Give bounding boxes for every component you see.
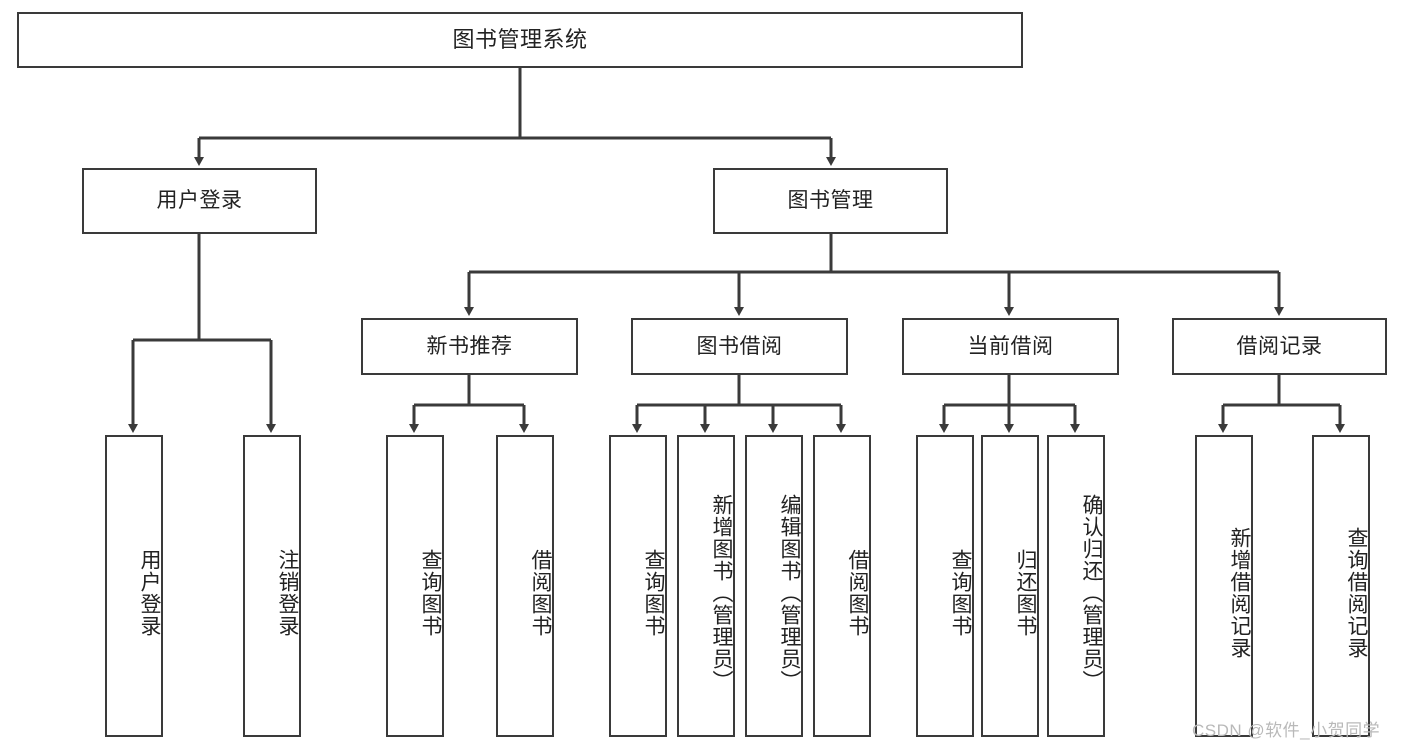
node-book-borrow[interactable]: 图书借阅 — [631, 318, 848, 375]
node-label: 借阅记录 — [1236, 334, 1323, 358]
node-label: 当前借阅 — [967, 334, 1054, 358]
node-label: 图书管理 — [787, 189, 874, 213]
node-label: 新书推荐 — [426, 334, 513, 358]
node-new-book-recommend[interactable]: 新书推荐 — [361, 318, 578, 375]
leaf-current-borrow-return[interactable]: 归还图书 — [981, 435, 1039, 737]
node-label: 编辑图书（管理员） — [778, 494, 801, 692]
node-label: 借阅图书 — [529, 549, 552, 637]
leaf-current-borrow-query[interactable]: 查询图书 — [916, 435, 974, 737]
node-label: 用户登录 — [138, 549, 161, 637]
leaf-book-borrow-add[interactable]: 新增图书（管理员） — [677, 435, 735, 737]
node-book-management[interactable]: 图书管理 — [713, 168, 948, 234]
node-label: 查询图书 — [949, 549, 972, 637]
node-label: 确认归还（管理员） — [1080, 494, 1103, 692]
node-borrow-record[interactable]: 借阅记录 — [1172, 318, 1387, 375]
watermark-text: CSDN @软件_小贺同学 — [1192, 721, 1381, 740]
leaf-current-borrow-confirm-return[interactable]: 确认归还（管理员） — [1047, 435, 1105, 737]
node-root-book-management-system[interactable]: 图书管理系统 — [17, 12, 1023, 68]
node-label: 图书借阅 — [696, 334, 783, 358]
node-user-login[interactable]: 用户登录 — [82, 168, 317, 234]
leaf-user-login-logout[interactable]: 注销登录 — [243, 435, 301, 737]
leaf-new-book-query[interactable]: 查询图书 — [386, 435, 444, 737]
node-label: 注销登录 — [276, 549, 299, 637]
node-label: 用户登录 — [156, 189, 243, 213]
leaf-user-login-login[interactable]: 用户登录 — [105, 435, 163, 737]
node-current-borrow[interactable]: 当前借阅 — [902, 318, 1119, 375]
csdn-watermark: CSDN @软件_小贺同学 — [1192, 716, 1380, 741]
leaf-new-book-borrow[interactable]: 借阅图书 — [496, 435, 554, 737]
node-label: 查询借阅记录 — [1345, 527, 1368, 659]
node-label: 归还图书 — [1014, 549, 1037, 637]
node-label: 查询图书 — [419, 549, 442, 637]
node-label: 新增借阅记录 — [1228, 527, 1251, 659]
node-label: 新增图书（管理员） — [710, 494, 733, 692]
leaf-book-borrow-edit[interactable]: 编辑图书（管理员） — [745, 435, 803, 737]
leaf-book-borrow-borrow[interactable]: 借阅图书 — [813, 435, 871, 737]
node-label: 图书管理系统 — [452, 26, 588, 52]
leaf-borrow-record-query[interactable]: 查询借阅记录 — [1312, 435, 1370, 737]
leaf-borrow-record-add[interactable]: 新增借阅记录 — [1195, 435, 1253, 737]
node-label: 查询图书 — [642, 549, 665, 637]
node-label: 借阅图书 — [846, 549, 869, 637]
leaf-book-borrow-query[interactable]: 查询图书 — [609, 435, 667, 737]
